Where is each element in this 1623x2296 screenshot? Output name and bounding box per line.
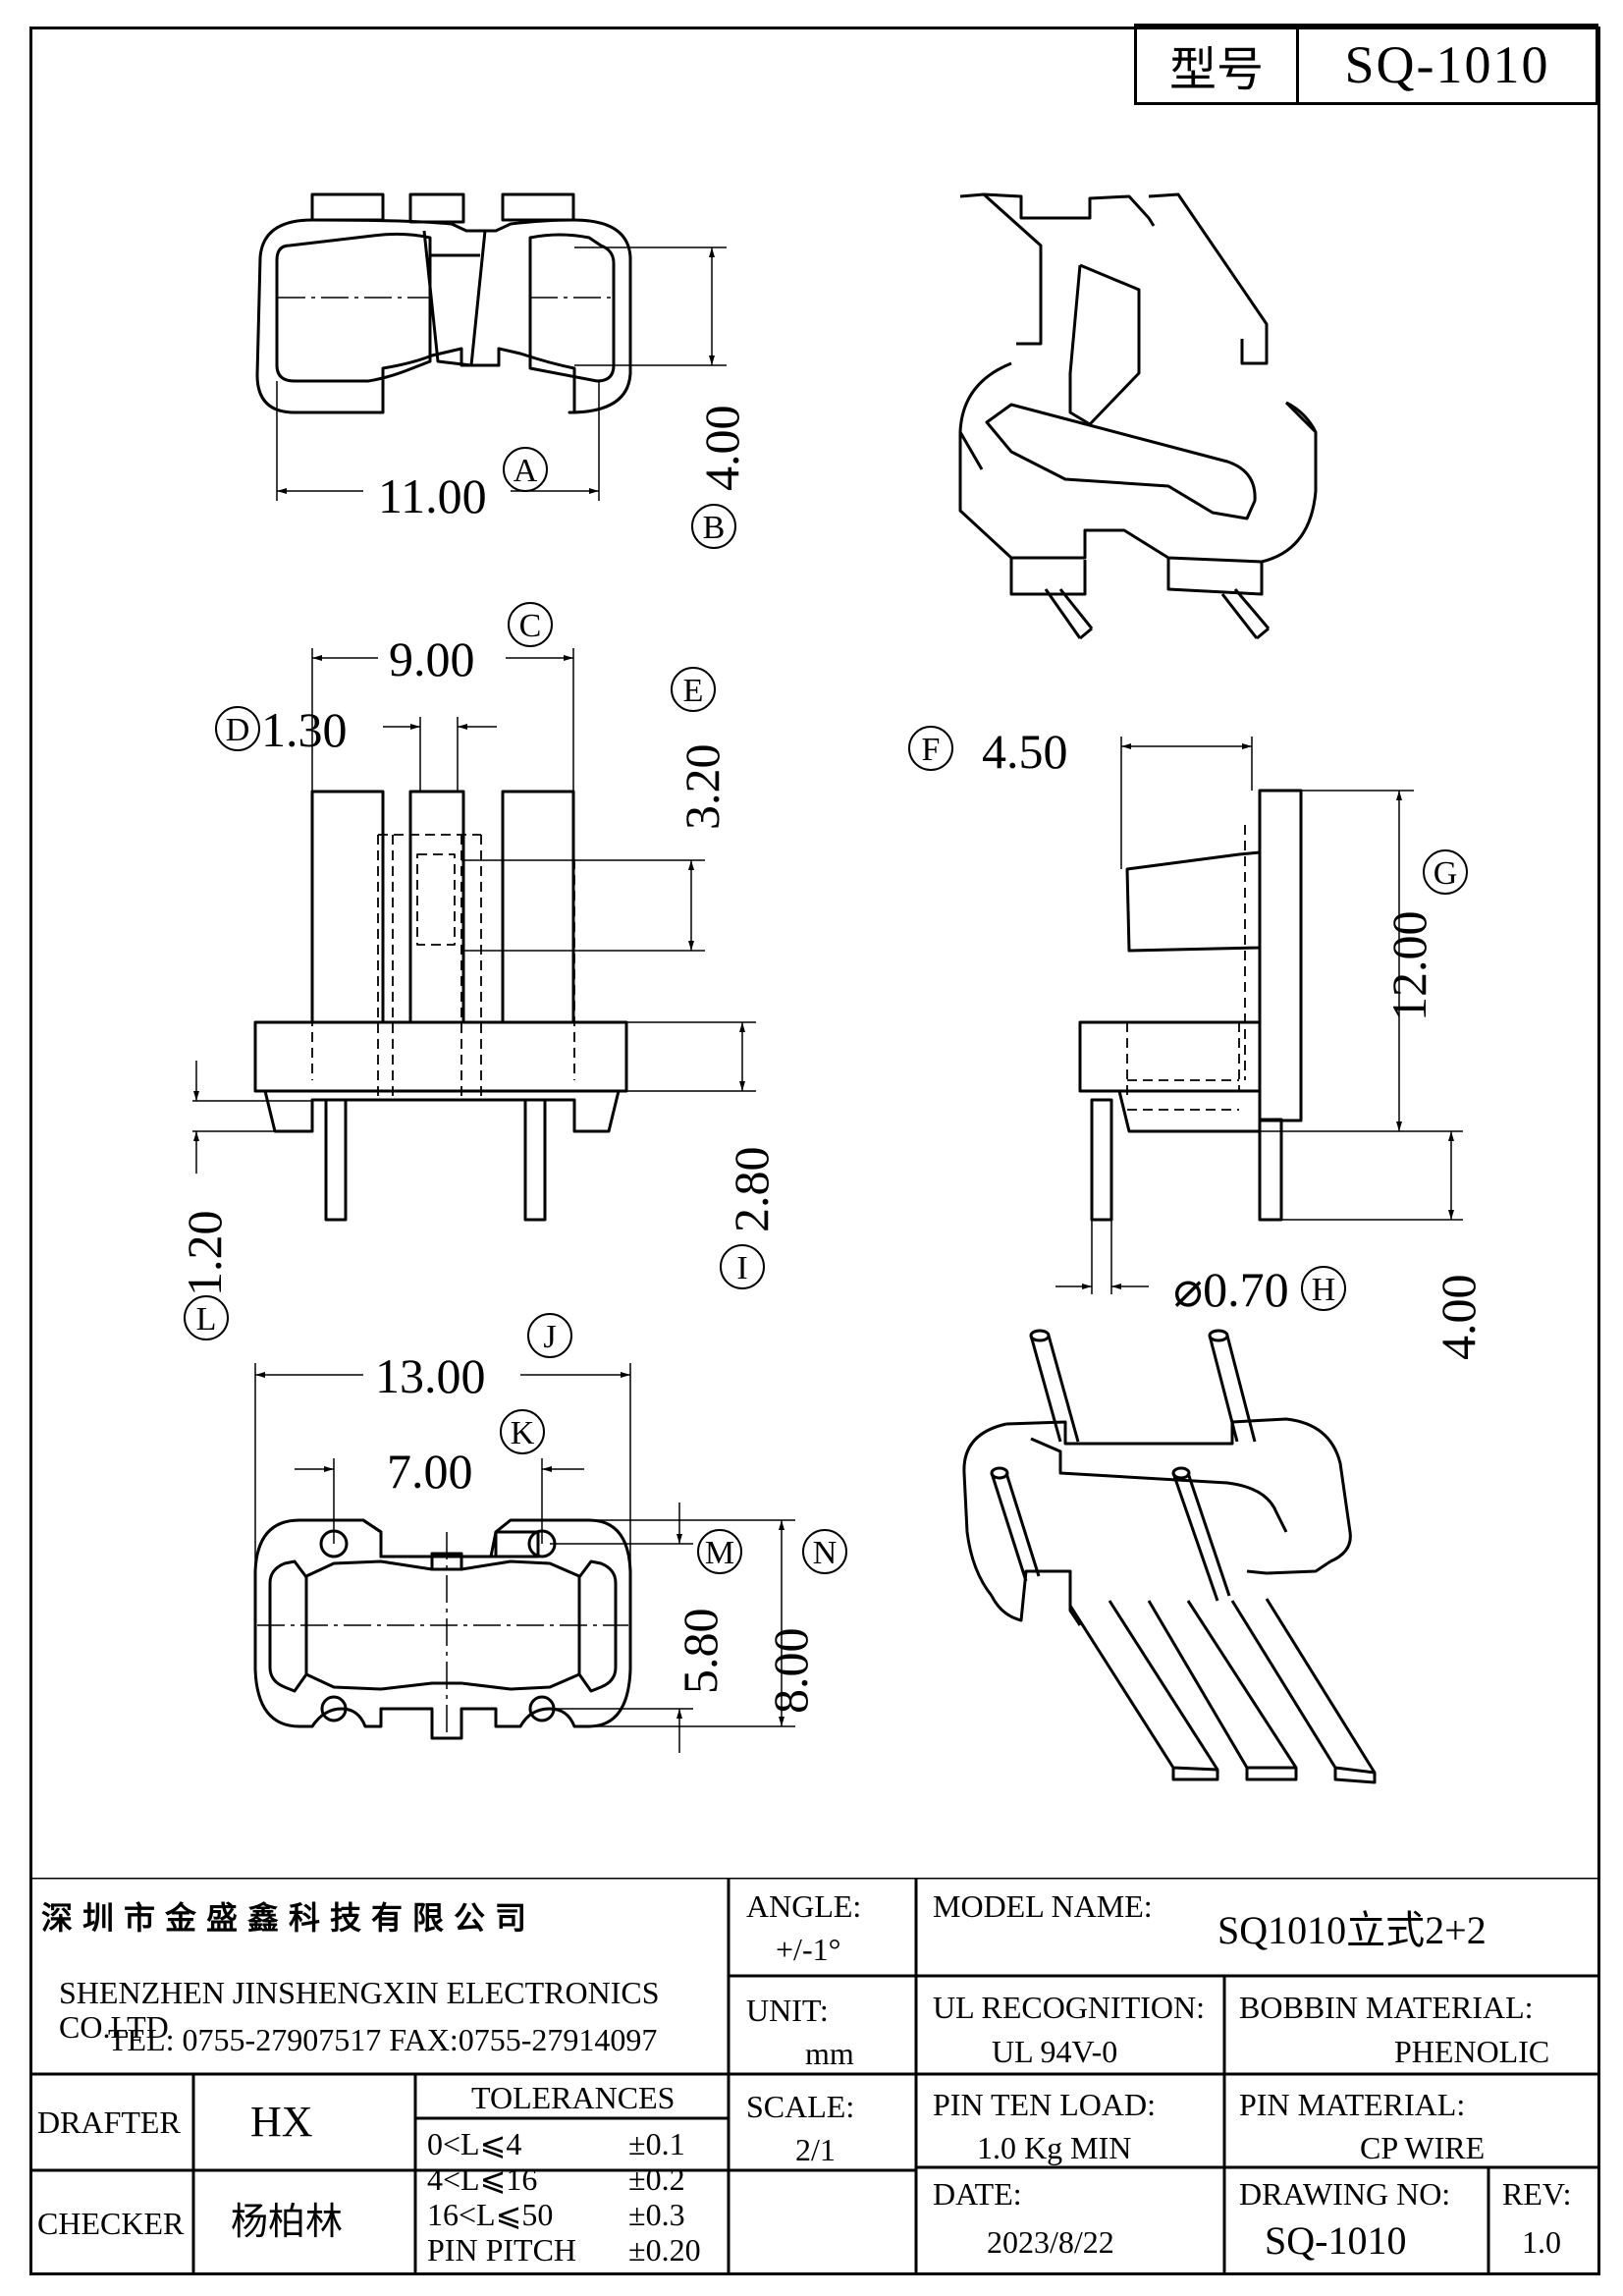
dim-e-value: 3.20 — [675, 744, 730, 831]
dim-k-value: 7.00 — [387, 1444, 473, 1499]
top-view — [255, 192, 736, 549]
date-value: 2023/8/22 — [987, 2224, 1114, 2260]
scale-label: SCALE: — [746, 2089, 855, 2124]
isometric-view-top — [958, 192, 1318, 640]
bobbin-material-label: BOBBIN MATERIAL: — [1239, 1990, 1534, 2025]
bobbin-material-value: PHENOLIC — [1394, 2034, 1550, 2069]
pin-material-label: PIN MATERIAL: — [1239, 2087, 1466, 2122]
unit-label: UNIT: — [746, 1993, 829, 2028]
tolerance-value-1: ±0.1 — [628, 2126, 685, 2161]
isometric-view-bottom — [962, 1329, 1377, 1784]
front-view — [184, 602, 765, 1340]
callout-f: F — [922, 732, 941, 768]
dim-n-value: 8.00 — [763, 1628, 818, 1715]
callout-d: D — [226, 712, 250, 748]
callout-i: I — [736, 1250, 747, 1286]
tolerance-range-3: 16<L⩽50 — [427, 2197, 554, 2232]
callout-l: L — [196, 1301, 217, 1338]
dim-d-value: 1.30 — [261, 702, 348, 757]
drawing-sheet-border — [29, 27, 1600, 2275]
revision-value: 1.0 — [1522, 2224, 1561, 2260]
checker-value: 杨柏林 — [231, 2200, 344, 2243]
model-value: SQ-1010 — [1344, 34, 1550, 94]
callout-c: C — [519, 608, 542, 644]
callout-m: M — [705, 1535, 734, 1571]
tolerance-value-2: ±0.2 — [628, 2161, 685, 2197]
ul-recognition-label: UL RECOGNITION: — [933, 1990, 1205, 2025]
dim-j-value: 13.00 — [375, 1348, 486, 1403]
callout-g: G — [1434, 855, 1458, 892]
company-contact: TEL: 0755-27907517 FAX:0755-27914097 — [108, 2022, 658, 2057]
dim-b-value: 4.00 — [694, 406, 749, 492]
company-name-cn: 深圳市金盛鑫科技有限公司 — [41, 1899, 537, 1937]
dim-g-value: 12.00 — [1381, 911, 1436, 1022]
drawing-number-value: SQ-1010 — [1265, 2218, 1407, 2263]
side-view — [908, 726, 1468, 1311]
scale-value: 2/1 — [795, 2132, 836, 2167]
dim-a-value: 11.00 — [378, 468, 487, 523]
model-label: 型号 — [1137, 27, 1299, 102]
tolerances-label: TOLERANCES — [471, 2080, 676, 2115]
revision-label: REV: — [1502, 2176, 1572, 2212]
dim-m-value: 5.80 — [673, 1609, 728, 1695]
title-block: 深圳市金盛鑫科技有限公司 SHENZHEN JINSHENGXIN ELECTR… — [29, 1878, 1600, 2275]
angle-value: +/-1° — [776, 1932, 841, 1967]
checker-label: CHECKER — [37, 2206, 185, 2241]
title-block-grid — [29, 1878, 1600, 2275]
drafter-label: DRAFTER — [37, 2105, 181, 2140]
callout-e: E — [683, 673, 704, 709]
callout-a: A — [514, 453, 538, 489]
callout-k: K — [511, 1415, 535, 1451]
model-name-label: MODEL NAME: — [933, 1888, 1153, 1924]
company-name-en: SHENZHEN JINSHENGXIN ELECTRONICS CO.LTD — [59, 1975, 660, 2046]
tolerance-range-4: PIN PITCH — [427, 2232, 577, 2268]
callout-b: B — [703, 510, 726, 546]
pin-load-value: 1.0 Kg MIN — [977, 2130, 1132, 2165]
tolerance-value-3: ±0.3 — [628, 2197, 685, 2232]
dim-f-value: 4.50 — [982, 724, 1068, 779]
callout-h: H — [1312, 1272, 1336, 1308]
callout-n: N — [813, 1535, 838, 1571]
dim-pin-length-value: 4.00 — [1431, 1275, 1486, 1361]
tolerance-range-1: 0<L⩽4 — [427, 2126, 522, 2161]
model-number-box: 型号 SQ-1010 — [1134, 24, 1598, 105]
callout-j: J — [543, 1319, 556, 1355]
ul-recognition-value: UL 94V-0 — [992, 2034, 1118, 2069]
unit-value: mm — [805, 2036, 854, 2071]
dim-h-value: ⌀0.70 — [1173, 1262, 1289, 1317]
angle-label: ANGLE: — [746, 1888, 862, 1924]
dim-c-value: 9.00 — [389, 631, 475, 686]
dim-l-value: 1.20 — [177, 1211, 232, 1297]
drafter-value: HX — [250, 2098, 313, 2146]
bottom-view — [253, 1313, 847, 1753]
tolerance-value-4: ±0.20 — [628, 2232, 701, 2268]
drawing-number-label: DRAWING NO: — [1239, 2176, 1451, 2212]
dim-i-value: 2.80 — [724, 1147, 779, 1233]
model-name-value: SQ1010立式2+2 — [1217, 1908, 1487, 1952]
pin-load-label: PIN TEN LOAD: — [933, 2087, 1156, 2122]
technical-drawing: 11.00 4.00 9.00 1.30 3.20 4.50 12.00 ⌀0.… — [177, 192, 1486, 1784]
tolerance-range-2: 4<L⩽16 — [427, 2161, 538, 2197]
pin-material-value: CP WIRE — [1360, 2130, 1486, 2165]
date-label: DATE: — [933, 2176, 1022, 2212]
